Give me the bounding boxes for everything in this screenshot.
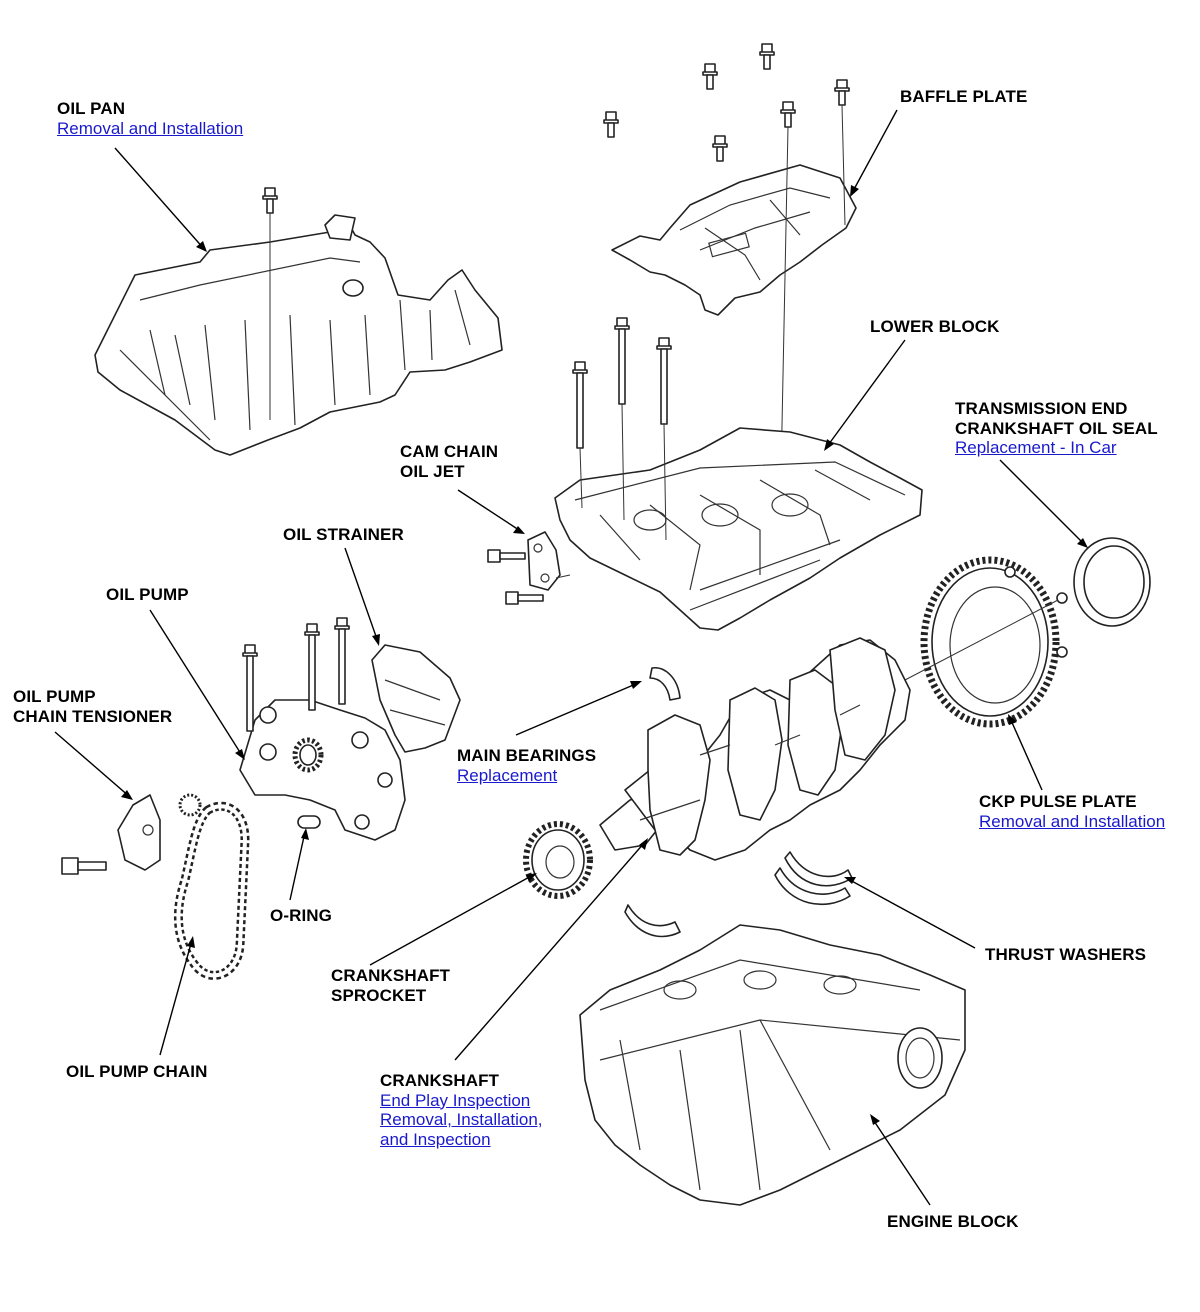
trans-seal-label-2: CRANKSHAFT OIL SEAL bbox=[955, 418, 1158, 438]
crankshaft-label: CRANKSHAFT bbox=[380, 1071, 500, 1090]
ckp-pulse-plate-callout: CKP PULSE PLATE Removal and Installation bbox=[979, 792, 1165, 831]
thrust-washers-part bbox=[774, 851, 853, 905]
trans-seal-replacement-link[interactable]: Replacement - In Car bbox=[955, 438, 1117, 457]
oil-pan-removal-link[interactable]: Removal and Installation bbox=[57, 118, 244, 138]
tensioner-label-1: OIL PUMP bbox=[13, 687, 96, 706]
crankshaft-sprocket-label-1: CRANKSHAFT bbox=[331, 966, 451, 985]
crankshaft-sprocket-callout: CRANKSHAFT SPROCKET bbox=[331, 966, 450, 1005]
oil-pump-part bbox=[239, 617, 406, 841]
baffle-plate-callout: BAFFLE PLATE bbox=[900, 87, 1027, 107]
oil-pump-chain-part bbox=[173, 801, 250, 980]
oil-pump-chain-callout: OIL PUMP CHAIN bbox=[66, 1062, 208, 1082]
crankshaft-removal-link-2[interactable]: and Inspection bbox=[380, 1129, 491, 1149]
oil-pan-label: OIL PAN bbox=[57, 99, 126, 118]
main-bearings-replacement-link[interactable]: Replacement bbox=[457, 765, 558, 785]
o-ring-label: O-RING bbox=[270, 906, 332, 925]
crankshaft-end-play-link[interactable]: End Play Inspection bbox=[380, 1090, 531, 1110]
engine-block-part bbox=[579, 924, 966, 1206]
crankshaft-sprocket-part bbox=[523, 821, 593, 899]
cam-chain-oil-jet-callout: CAM CHAIN OIL JET bbox=[400, 442, 498, 481]
engine-block-label: ENGINE BLOCK bbox=[887, 1212, 1019, 1231]
cam-chain-oil-jet-label-2: OIL JET bbox=[400, 461, 465, 481]
o-ring-callout: O-RING bbox=[270, 906, 332, 926]
lower-block-label: LOWER BLOCK bbox=[870, 317, 1000, 336]
oil-pan-part bbox=[94, 187, 503, 456]
oil-pump-label: OIL PUMP bbox=[106, 585, 189, 604]
baffle-plate-part bbox=[603, 43, 857, 526]
ckp-pulse-plate-label: CKP PULSE PLATE bbox=[979, 792, 1137, 811]
tensioner-label-2: CHAIN TENSIONER bbox=[13, 706, 173, 726]
thrust-washers-label: THRUST WASHERS bbox=[985, 945, 1147, 964]
transmission-end-oil-seal-part bbox=[1073, 537, 1151, 627]
oil-pan-callout: OIL PAN Removal and Installation bbox=[57, 99, 243, 138]
cam-chain-oil-jet-part bbox=[487, 531, 571, 605]
tensioner-callout: OIL PUMP CHAIN TENSIONER bbox=[13, 687, 172, 726]
oil-strainer-label: OIL STRAINER bbox=[283, 525, 404, 544]
lower-block-callout: LOWER BLOCK bbox=[870, 317, 1000, 337]
crankshaft-sprocket-label-2: SPROCKET bbox=[331, 985, 427, 1005]
oil-pump-callout: OIL PUMP bbox=[106, 585, 189, 605]
main-bearings-part bbox=[624, 667, 681, 938]
oil-pump-chain-tensioner-part bbox=[61, 793, 202, 875]
baffle-plate-label: BAFFLE PLATE bbox=[900, 87, 1028, 106]
trans-seal-callout: TRANSMISSION END CRANKSHAFT OIL SEAL Rep… bbox=[955, 399, 1158, 458]
cam-chain-oil-jet-label-1: CAM CHAIN bbox=[400, 442, 499, 461]
main-bearings-callout: MAIN BEARINGS Replacement bbox=[457, 746, 596, 785]
main-bearings-label: MAIN BEARINGS bbox=[457, 746, 597, 765]
thrust-washers-callout: THRUST WASHERS bbox=[985, 945, 1146, 965]
trans-seal-label-1: TRANSMISSION END bbox=[955, 399, 1128, 418]
crankshaft-part bbox=[599, 637, 911, 861]
engine-block-callout: ENGINE BLOCK bbox=[887, 1212, 1019, 1232]
ckp-pulse-plate-removal-link[interactable]: Removal and Installation bbox=[979, 811, 1166, 831]
oil-pump-chain-label: OIL PUMP CHAIN bbox=[66, 1062, 208, 1081]
crankshaft-removal-link-1[interactable]: Removal, Installation, bbox=[380, 1110, 543, 1129]
oil-strainer-callout: OIL STRAINER bbox=[283, 525, 404, 545]
lower-block-part bbox=[554, 317, 923, 631]
ckp-pulse-plate-part bbox=[904, 556, 1068, 728]
oil-strainer-part bbox=[371, 644, 461, 753]
o-ring-part bbox=[297, 815, 321, 829]
crankshaft-callout: CRANKSHAFT End Play Inspection Removal, … bbox=[380, 1071, 543, 1149]
leader-lines bbox=[54, 109, 1088, 1206]
